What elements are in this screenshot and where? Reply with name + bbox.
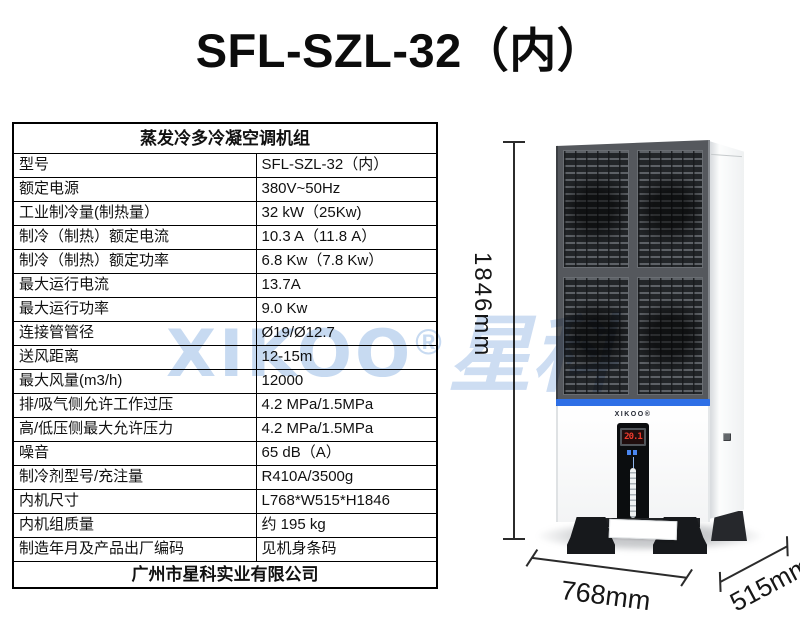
spec-label-cell: 制冷（制热）额定功率 bbox=[12, 249, 257, 274]
unit-base-panel bbox=[608, 518, 678, 541]
unit-foot-left bbox=[567, 517, 615, 554]
spec-value-cell: L768*W515*H1846 bbox=[255, 489, 438, 514]
spec-value-cell: 4.2 MPa/1.5MPa bbox=[255, 393, 438, 418]
spec-label-cell: 工业制冷量(制热量） bbox=[12, 201, 257, 226]
gauge-line bbox=[632, 457, 634, 468]
grille-section-top bbox=[563, 150, 703, 268]
accent-strip bbox=[556, 399, 710, 406]
table-row: 噪音 65 dB（A） bbox=[12, 441, 438, 466]
table-row: 内机组质量 约 195 kg bbox=[12, 513, 438, 538]
water-gauge bbox=[630, 468, 636, 518]
spec-value-cell: 6.8 Kw（7.8 Kw） bbox=[255, 249, 438, 274]
spec-label-cell: 制冷剂型号/充注量 bbox=[12, 465, 257, 490]
handle-icon bbox=[723, 433, 731, 441]
table-row: 工业制冷量(制热量） 32 kW（25Kw) bbox=[12, 201, 438, 226]
spec-value-cell: 380V~50Hz bbox=[255, 177, 438, 202]
table-row: 最大运行功率 9.0 Kw bbox=[12, 297, 438, 322]
table-row: 排/吸气侧允许工作过压 4.2 MPa/1.5MPa bbox=[12, 393, 438, 418]
temperature-display: 20.1 bbox=[620, 428, 646, 446]
water-level-icon bbox=[627, 450, 639, 455]
spec-value-cell: 65 dB（A） bbox=[255, 441, 438, 466]
table-row: 制冷（制热）额定电流 10.3 A（11.8 A） bbox=[12, 225, 438, 250]
page-title: SFL-SZL-32（内） bbox=[195, 24, 605, 77]
spec-label-cell: 送风距离 bbox=[12, 345, 257, 370]
grille-section-bottom bbox=[563, 277, 703, 395]
table-row: 制造年月及产品出厂编码 见机身条码 bbox=[12, 537, 438, 562]
spec-value-cell: 9.0 Kw bbox=[255, 297, 438, 322]
spec-value-cell: 4.2 MPa/1.5MPa bbox=[255, 417, 438, 442]
unit-front-panel: XIKOO® 20.1 bbox=[556, 140, 710, 522]
unit-lower-body: XIKOO® 20.1 bbox=[556, 406, 710, 522]
table-row: 连接管管径 Ø19/Ø12.7 bbox=[12, 321, 438, 346]
table-row: 高/低压侧最大允许压力 4.2 MPa/1.5MPa bbox=[12, 417, 438, 442]
spec-value-cell: Ø19/Ø12.7 bbox=[255, 321, 438, 346]
grille-panel bbox=[563, 150, 629, 268]
company-name: 广州市星科实业有限公司 bbox=[12, 561, 438, 589]
table-row: 送风距离 12-15m bbox=[12, 345, 438, 370]
table-row: 制冷剂型号/充注量 R410A/3500g bbox=[12, 465, 438, 490]
spec-value-cell: 12-15m bbox=[255, 345, 438, 370]
spec-label-cell: 内机尺寸 bbox=[12, 489, 257, 514]
brand-logo: XIKOO® bbox=[614, 411, 652, 418]
spec-value-cell: 见机身条码 bbox=[255, 537, 438, 562]
table-row: 额定电源 380V~50Hz bbox=[12, 177, 438, 202]
grille-panel bbox=[563, 277, 629, 395]
grille-panel bbox=[637, 277, 703, 395]
spec-value-cell: 12000 bbox=[255, 369, 438, 394]
spec-value-cell: SFL-SZL-32（内） bbox=[255, 153, 438, 178]
spec-value-cell: 10.3 A（11.8 A） bbox=[255, 225, 438, 250]
spec-table: 蒸发冷多冷凝空调机组 型号 SFL-SZL-32（内） 额定电源 380V~50… bbox=[12, 122, 438, 589]
table-row: 内机尺寸 L768*W515*H1846 bbox=[12, 489, 438, 514]
side-seam-line bbox=[711, 153, 742, 158]
spec-label-cell: 内机组质量 bbox=[12, 513, 257, 538]
spec-label-cell: 制造年月及产品出厂编码 bbox=[12, 537, 257, 562]
table-row: 制冷（制热）额定功率 6.8 Kw（7.8 Kw） bbox=[12, 249, 438, 274]
grille-panel bbox=[637, 150, 703, 268]
spec-label-cell: 排/吸气侧允许工作过压 bbox=[12, 393, 257, 418]
unit-side-panel bbox=[709, 141, 744, 519]
spec-label-cell: 噪音 bbox=[12, 441, 257, 466]
table-footer-row: 广州市星科实业有限公司 bbox=[12, 561, 438, 589]
control-panel: 20.1 bbox=[617, 423, 649, 522]
